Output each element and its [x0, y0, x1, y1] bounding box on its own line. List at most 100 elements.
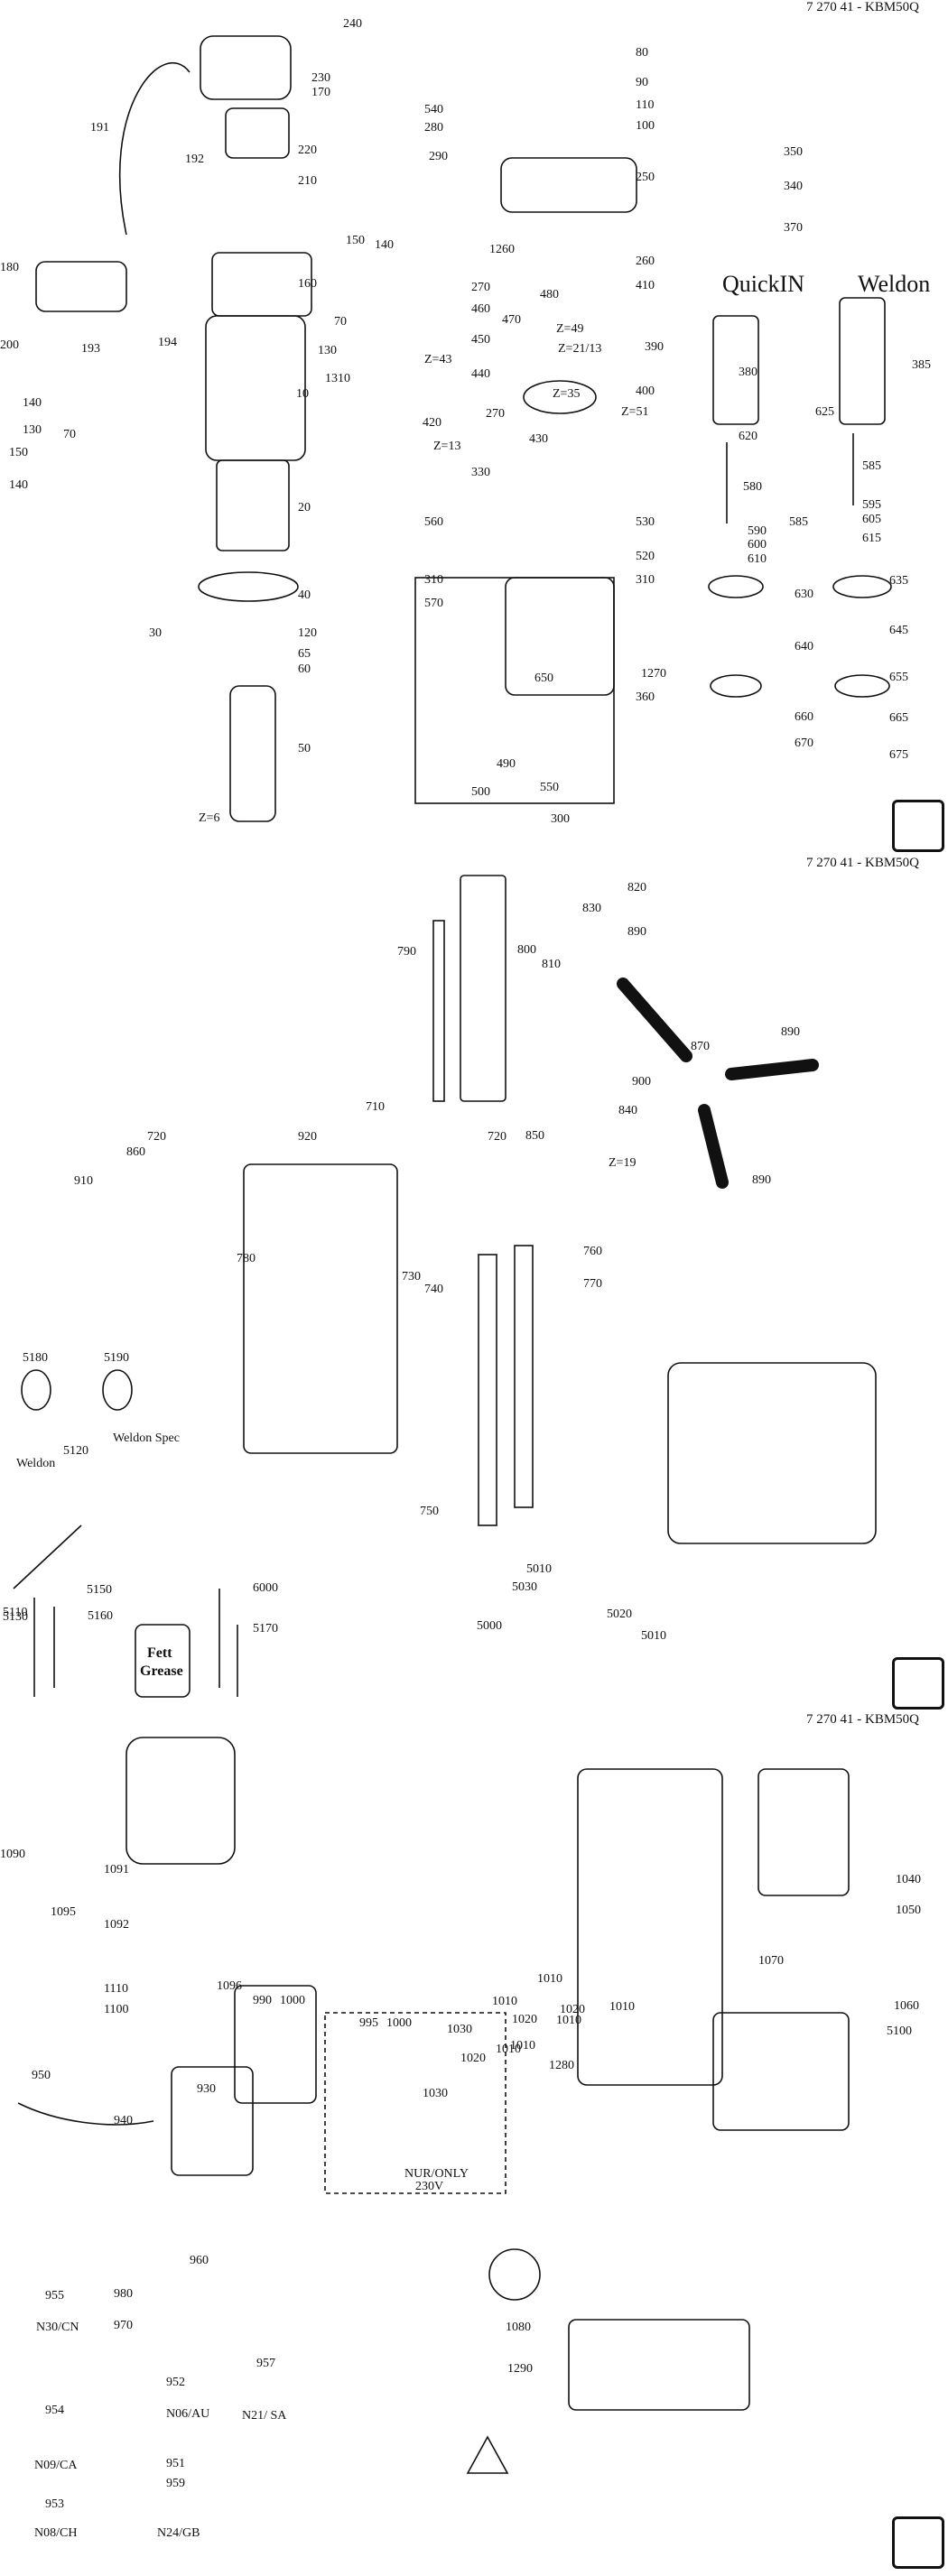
callout-440: 440	[471, 367, 490, 381]
callout-960: 960	[190, 2254, 209, 2267]
callout-5160: 5160	[88, 1609, 113, 1623]
callout-675: 675	[889, 748, 908, 762]
callout-390: 390	[645, 340, 664, 354]
part-magnet-1080	[568, 2319, 750, 2411]
callout-1060: 1060	[894, 1999, 919, 2013]
part-lever-890a	[617, 978, 692, 1062]
callout-920: 920	[298, 1130, 317, 1144]
callout-193: 193	[81, 342, 100, 356]
callout-950: 950	[32, 2069, 51, 2082]
callout-595: 595	[862, 498, 881, 512]
callout-5010: 5010	[526, 1562, 552, 1576]
callout-n09-ca: N09/CA	[34, 2459, 78, 2472]
callout-60: 60	[298, 663, 311, 676]
fein-logo-2	[892, 1657, 944, 1710]
callout-665: 665	[889, 711, 908, 725]
callout-580: 580	[743, 480, 762, 494]
callout-1010: 1010	[609, 2000, 635, 2014]
callout-weldon: Weldon	[16, 1457, 55, 1470]
part-electronics-160	[211, 252, 312, 317]
callout-830: 830	[582, 902, 601, 915]
callout-1030: 1030	[447, 2023, 472, 2036]
callout-840: 840	[618, 1104, 637, 1117]
callout-120: 120	[298, 626, 317, 640]
callout-380: 380	[739, 366, 757, 379]
callout-410: 410	[636, 279, 655, 292]
callout-615: 615	[862, 532, 881, 545]
callout-140: 140	[375, 238, 394, 252]
callout-z-13: Z=13	[433, 440, 460, 453]
callout-645: 645	[889, 624, 908, 637]
callout-1310: 1310	[325, 372, 350, 385]
callout-670: 670	[795, 737, 813, 750]
callout-1030: 1030	[423, 2087, 448, 2100]
callout-220: 220	[298, 144, 317, 157]
callout-200: 200	[0, 338, 19, 352]
callout-250: 250	[636, 171, 655, 184]
part-gear-400	[523, 380, 597, 414]
part-grease-6000	[135, 1624, 191, 1698]
part-housing-10	[205, 315, 306, 461]
callout-80: 80	[636, 46, 648, 60]
callout-65: 65	[298, 647, 311, 661]
note-230v: 230V	[415, 2180, 443, 2193]
callout-820: 820	[627, 881, 646, 894]
callout-210: 210	[298, 174, 317, 188]
callout-5180: 5180	[23, 1351, 48, 1365]
callout-790: 790	[397, 945, 416, 959]
callout-160: 160	[298, 277, 317, 291]
callout-1000: 1000	[386, 2016, 412, 2030]
part-rail-750	[478, 1254, 497, 1526]
callout-760: 760	[583, 1245, 602, 1258]
callout-330: 330	[471, 466, 490, 479]
callout-954: 954	[45, 2404, 64, 2417]
callout-400: 400	[636, 385, 655, 398]
callout-910: 910	[74, 1174, 93, 1188]
callout-385: 385	[912, 358, 931, 372]
callout-740: 740	[424, 1283, 443, 1296]
callout-192: 192	[185, 153, 204, 166]
callout-100: 100	[636, 119, 655, 133]
callout-170: 170	[311, 86, 330, 99]
part-armature-50	[229, 685, 276, 822]
callout-240: 240	[343, 17, 362, 31]
callout-z-21-13: Z=21/13	[558, 342, 601, 356]
callout-930: 930	[197, 2082, 216, 2096]
callout-720: 720	[147, 1130, 166, 1144]
callout-n06-au: N06/AU	[166, 2407, 209, 2421]
part-control-990	[234, 1985, 317, 2104]
callout-640: 640	[795, 640, 813, 653]
callout-1280: 1280	[549, 2059, 574, 2072]
callout-6000: 6000	[253, 1581, 278, 1595]
callout-1100: 1100	[104, 2003, 128, 2016]
part-cable-940	[17, 2102, 154, 2126]
callout-570: 570	[424, 597, 443, 610]
callout-490: 490	[497, 757, 516, 771]
part-warning-1280	[488, 2248, 541, 2301]
callout-720: 720	[488, 1130, 507, 1144]
callout-660: 660	[795, 710, 813, 724]
callout-900: 900	[632, 1075, 651, 1089]
part-cover-230	[200, 35, 292, 100]
callout-140: 140	[9, 478, 28, 492]
callout-300: 300	[551, 812, 570, 826]
callout-110: 110	[636, 98, 654, 112]
callout-550: 550	[540, 781, 559, 794]
callout-1020: 1020	[560, 2003, 585, 2016]
callout-1091: 1091	[104, 1863, 129, 1876]
callout-1095: 1095	[51, 1905, 76, 1919]
callout-5170: 5170	[253, 1622, 278, 1635]
callout-150: 150	[9, 446, 28, 459]
callout-370: 370	[784, 221, 803, 235]
callout-810: 810	[542, 958, 561, 971]
callout-890: 890	[781, 1025, 800, 1039]
callout-630: 630	[795, 588, 813, 601]
callout-1010: 1010	[492, 1995, 517, 2008]
callout-460: 460	[471, 302, 490, 316]
callout-1050: 1050	[896, 1904, 921, 1917]
note-nur-only: NUR/ONLY	[404, 2167, 469, 2181]
callout-5110: 5110	[3, 1606, 27, 1619]
